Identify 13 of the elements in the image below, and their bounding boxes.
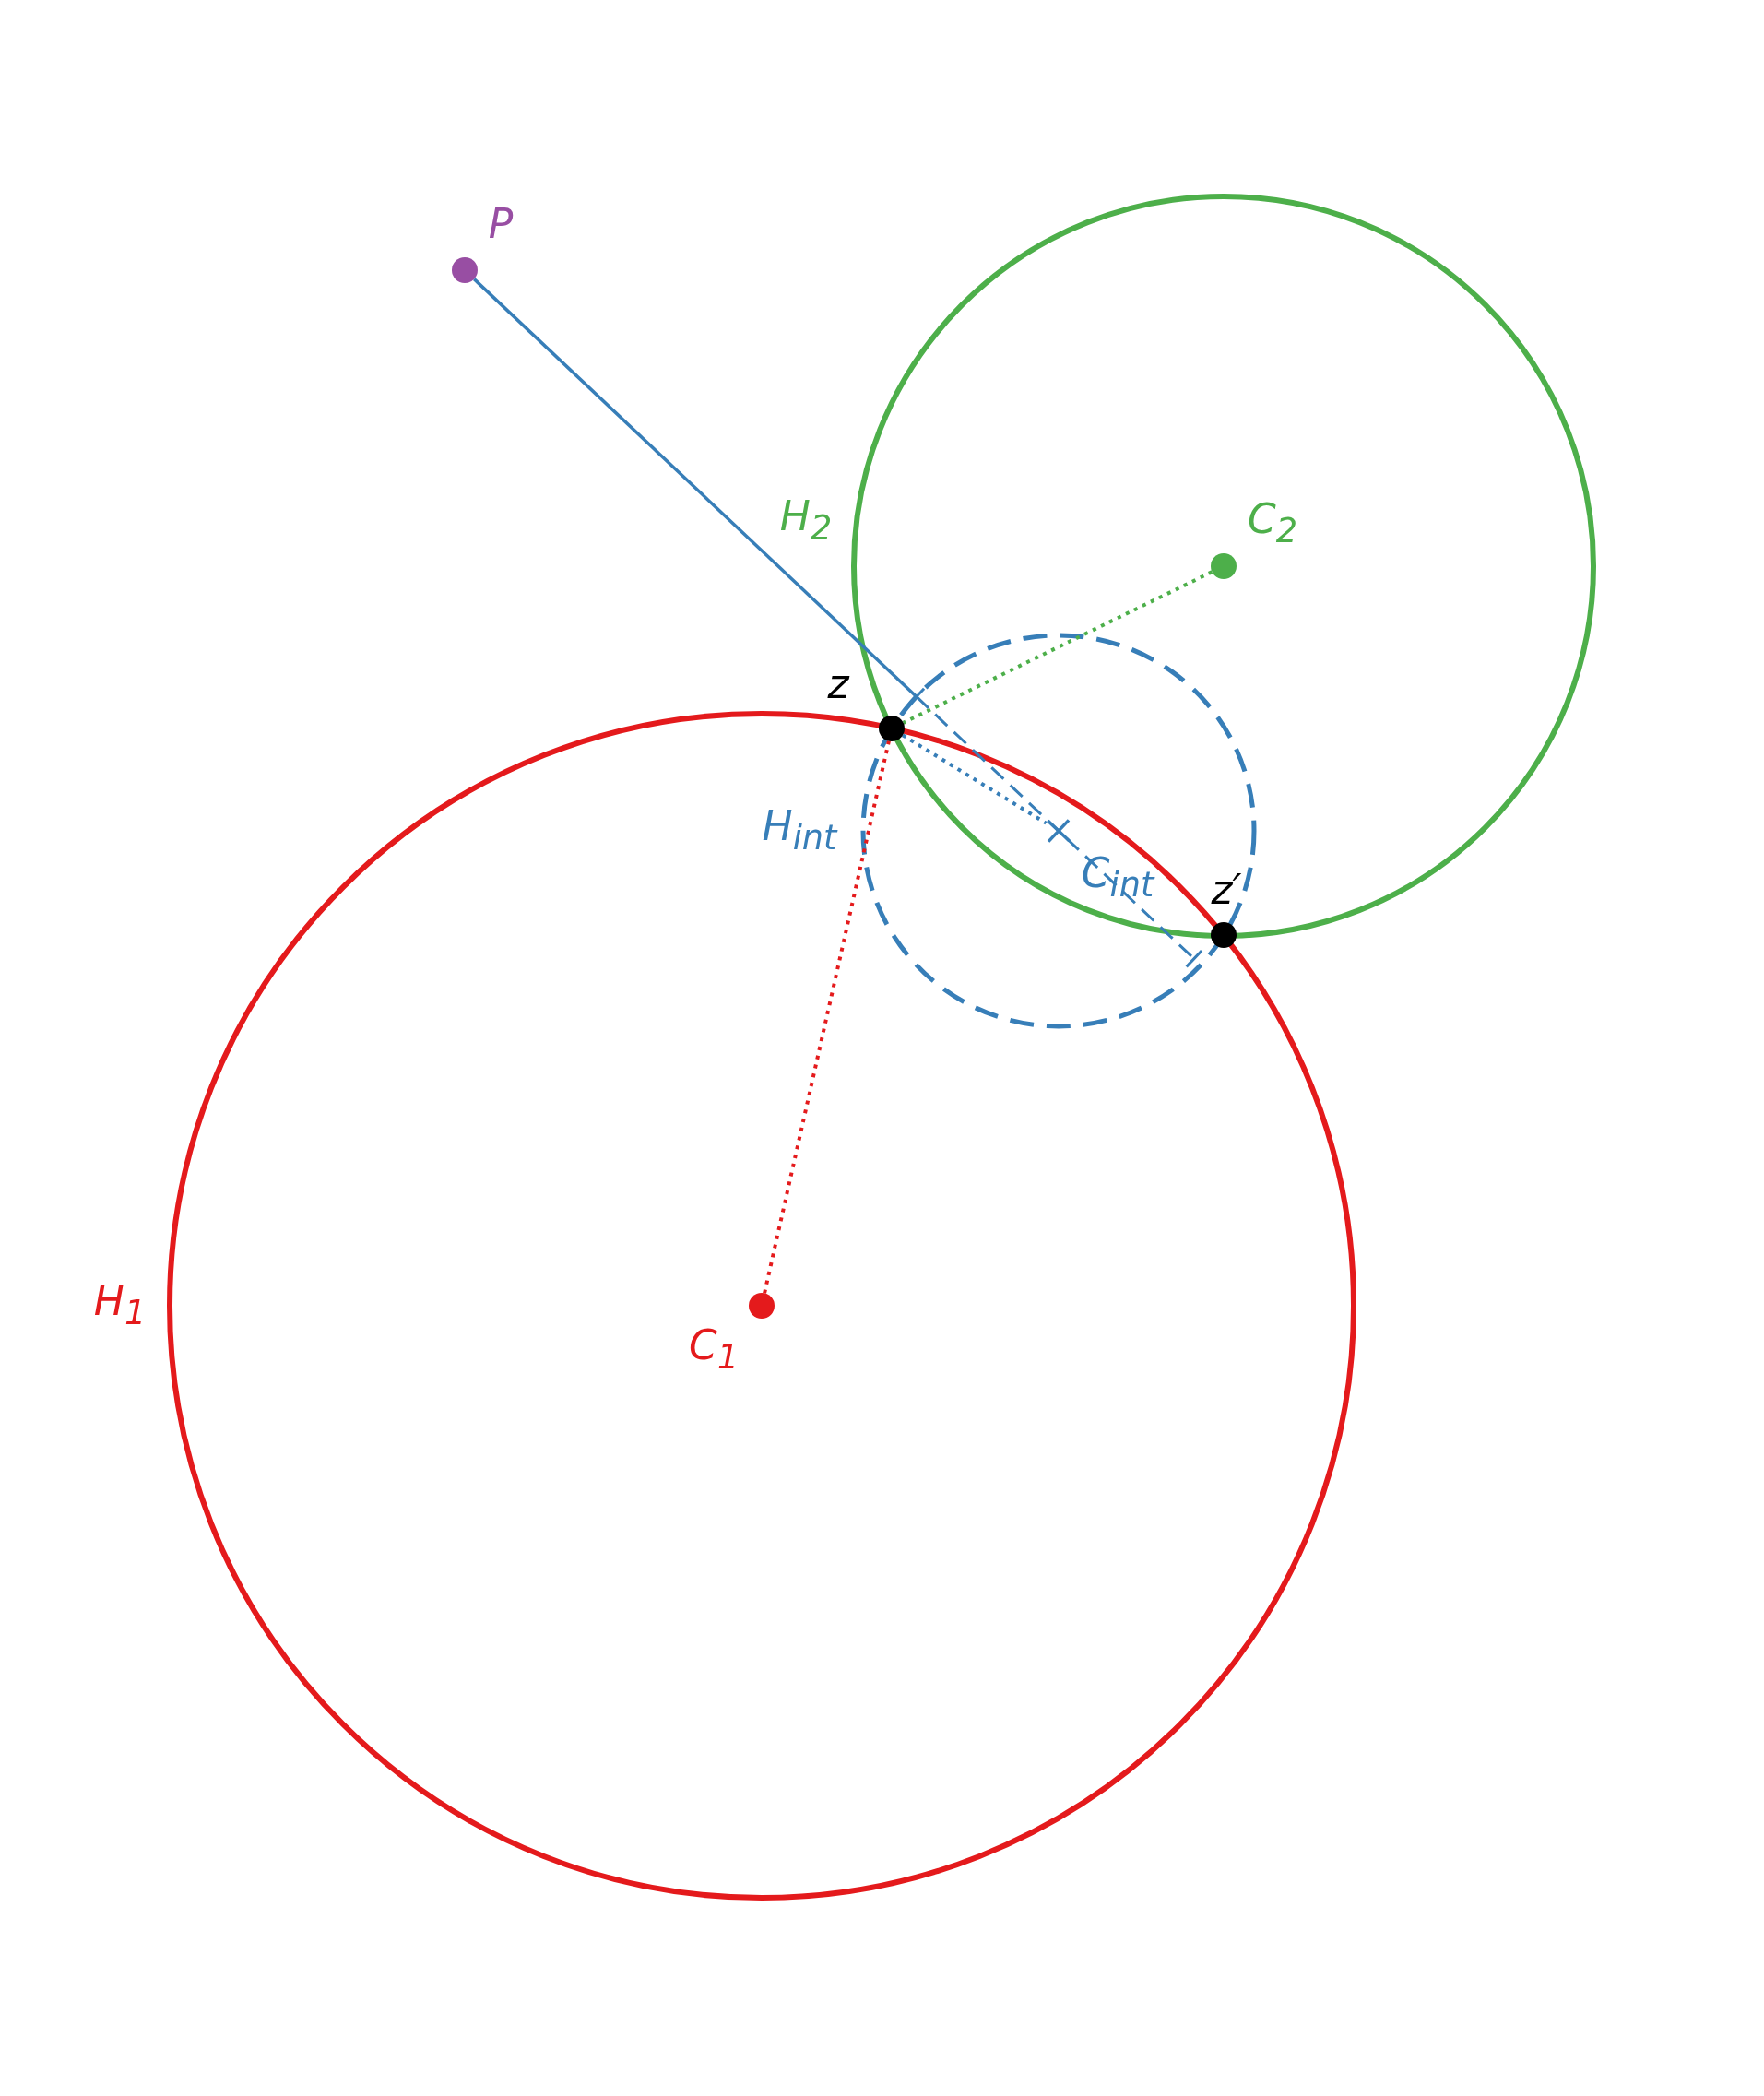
- point-label: z′: [1211, 870, 1242, 910]
- point-label: z: [827, 664, 849, 705]
- point-label: C$_{2}$: [1247, 499, 1298, 549]
- point-label: C$_{int}$: [1081, 853, 1154, 903]
- dotted-line: [901, 733, 1048, 825]
- circle-label: H$_{int}$: [762, 806, 837, 856]
- circle-label: H$_{1}$: [93, 1281, 147, 1331]
- point-label: P: [488, 204, 514, 244]
- dotted-line: [902, 570, 1213, 725]
- dotted-line: [763, 740, 891, 1294]
- circle-label: H$_{2}$: [779, 496, 833, 546]
- connector-line: [472, 278, 918, 698]
- point-label: C$_{1}$: [688, 1325, 740, 1375]
